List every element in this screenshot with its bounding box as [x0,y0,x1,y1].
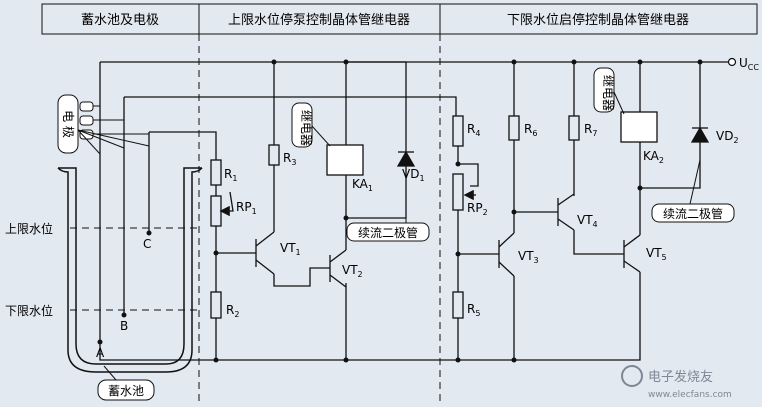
electrode-label: 电 极 [61,110,75,138]
tank-label: 蓄水池 [108,384,144,398]
label-vd1: VD1 [402,167,425,183]
watermark-url: www.elecfans.com [648,390,732,400]
label-vt1: VT1 [280,241,301,257]
upper-level-label: 上限水位 [5,221,53,236]
water-tank [57,167,203,373]
label-ka2: KA2 [643,149,664,165]
header-section-2: 上限水位停泵控制晶体管继电器 [228,12,410,28]
tank-callout [97,379,155,401]
label-vt5: VT5 [646,246,667,262]
watermark-text: 电子发烧友 [648,369,713,385]
level-lines [70,227,200,311]
label-ka1: KA1 [352,177,373,193]
vcc-terminal [727,57,737,67]
label-r3: R3 [283,151,296,167]
diode2-callout [651,203,735,223]
diode1-callout [346,222,430,242]
header-section-1: 蓄水池及电极 [81,13,159,28]
label-r1: R1 [224,167,237,183]
point-c: C [143,237,151,251]
label-rp1: RP1 [236,200,257,216]
label-vt4: VT4 [577,213,598,229]
diode2-callout-text: 续流二极管 [663,206,723,221]
relay2-callout [593,67,615,113]
header-section-3: 下限水位启停控制晶体管继电器 [507,12,689,28]
relay1-callout [291,102,313,148]
label-rp2: RP2 [467,201,488,217]
vcc-label: UCC [739,56,759,72]
label-r5: R5 [467,302,480,318]
label-vt2: VT2 [342,263,363,279]
label-r4: R4 [467,122,480,138]
electrode-callout [57,94,150,155]
junction-dots [97,59,703,363]
section-dividers [198,34,441,404]
label-r7: R7 [584,122,597,138]
relay1-callout-text: 继电器 [299,110,313,146]
header-table [41,3,758,35]
point-a: A [96,346,105,360]
point-b: B [120,319,128,333]
watermark: 电子发烧友 www.elecfans.com [621,365,732,400]
relay2-callout-text: 继电器 [601,75,615,111]
wiring [99,61,728,361]
label-vt3: VT3 [518,249,539,265]
diode1-callout-text: 续流二极管 [358,225,418,240]
label-vd2: VD2 [716,129,739,145]
label-r2: R2 [226,303,239,319]
lower-level-label: 下限水位 [5,303,53,318]
label-r6: R6 [524,122,537,138]
